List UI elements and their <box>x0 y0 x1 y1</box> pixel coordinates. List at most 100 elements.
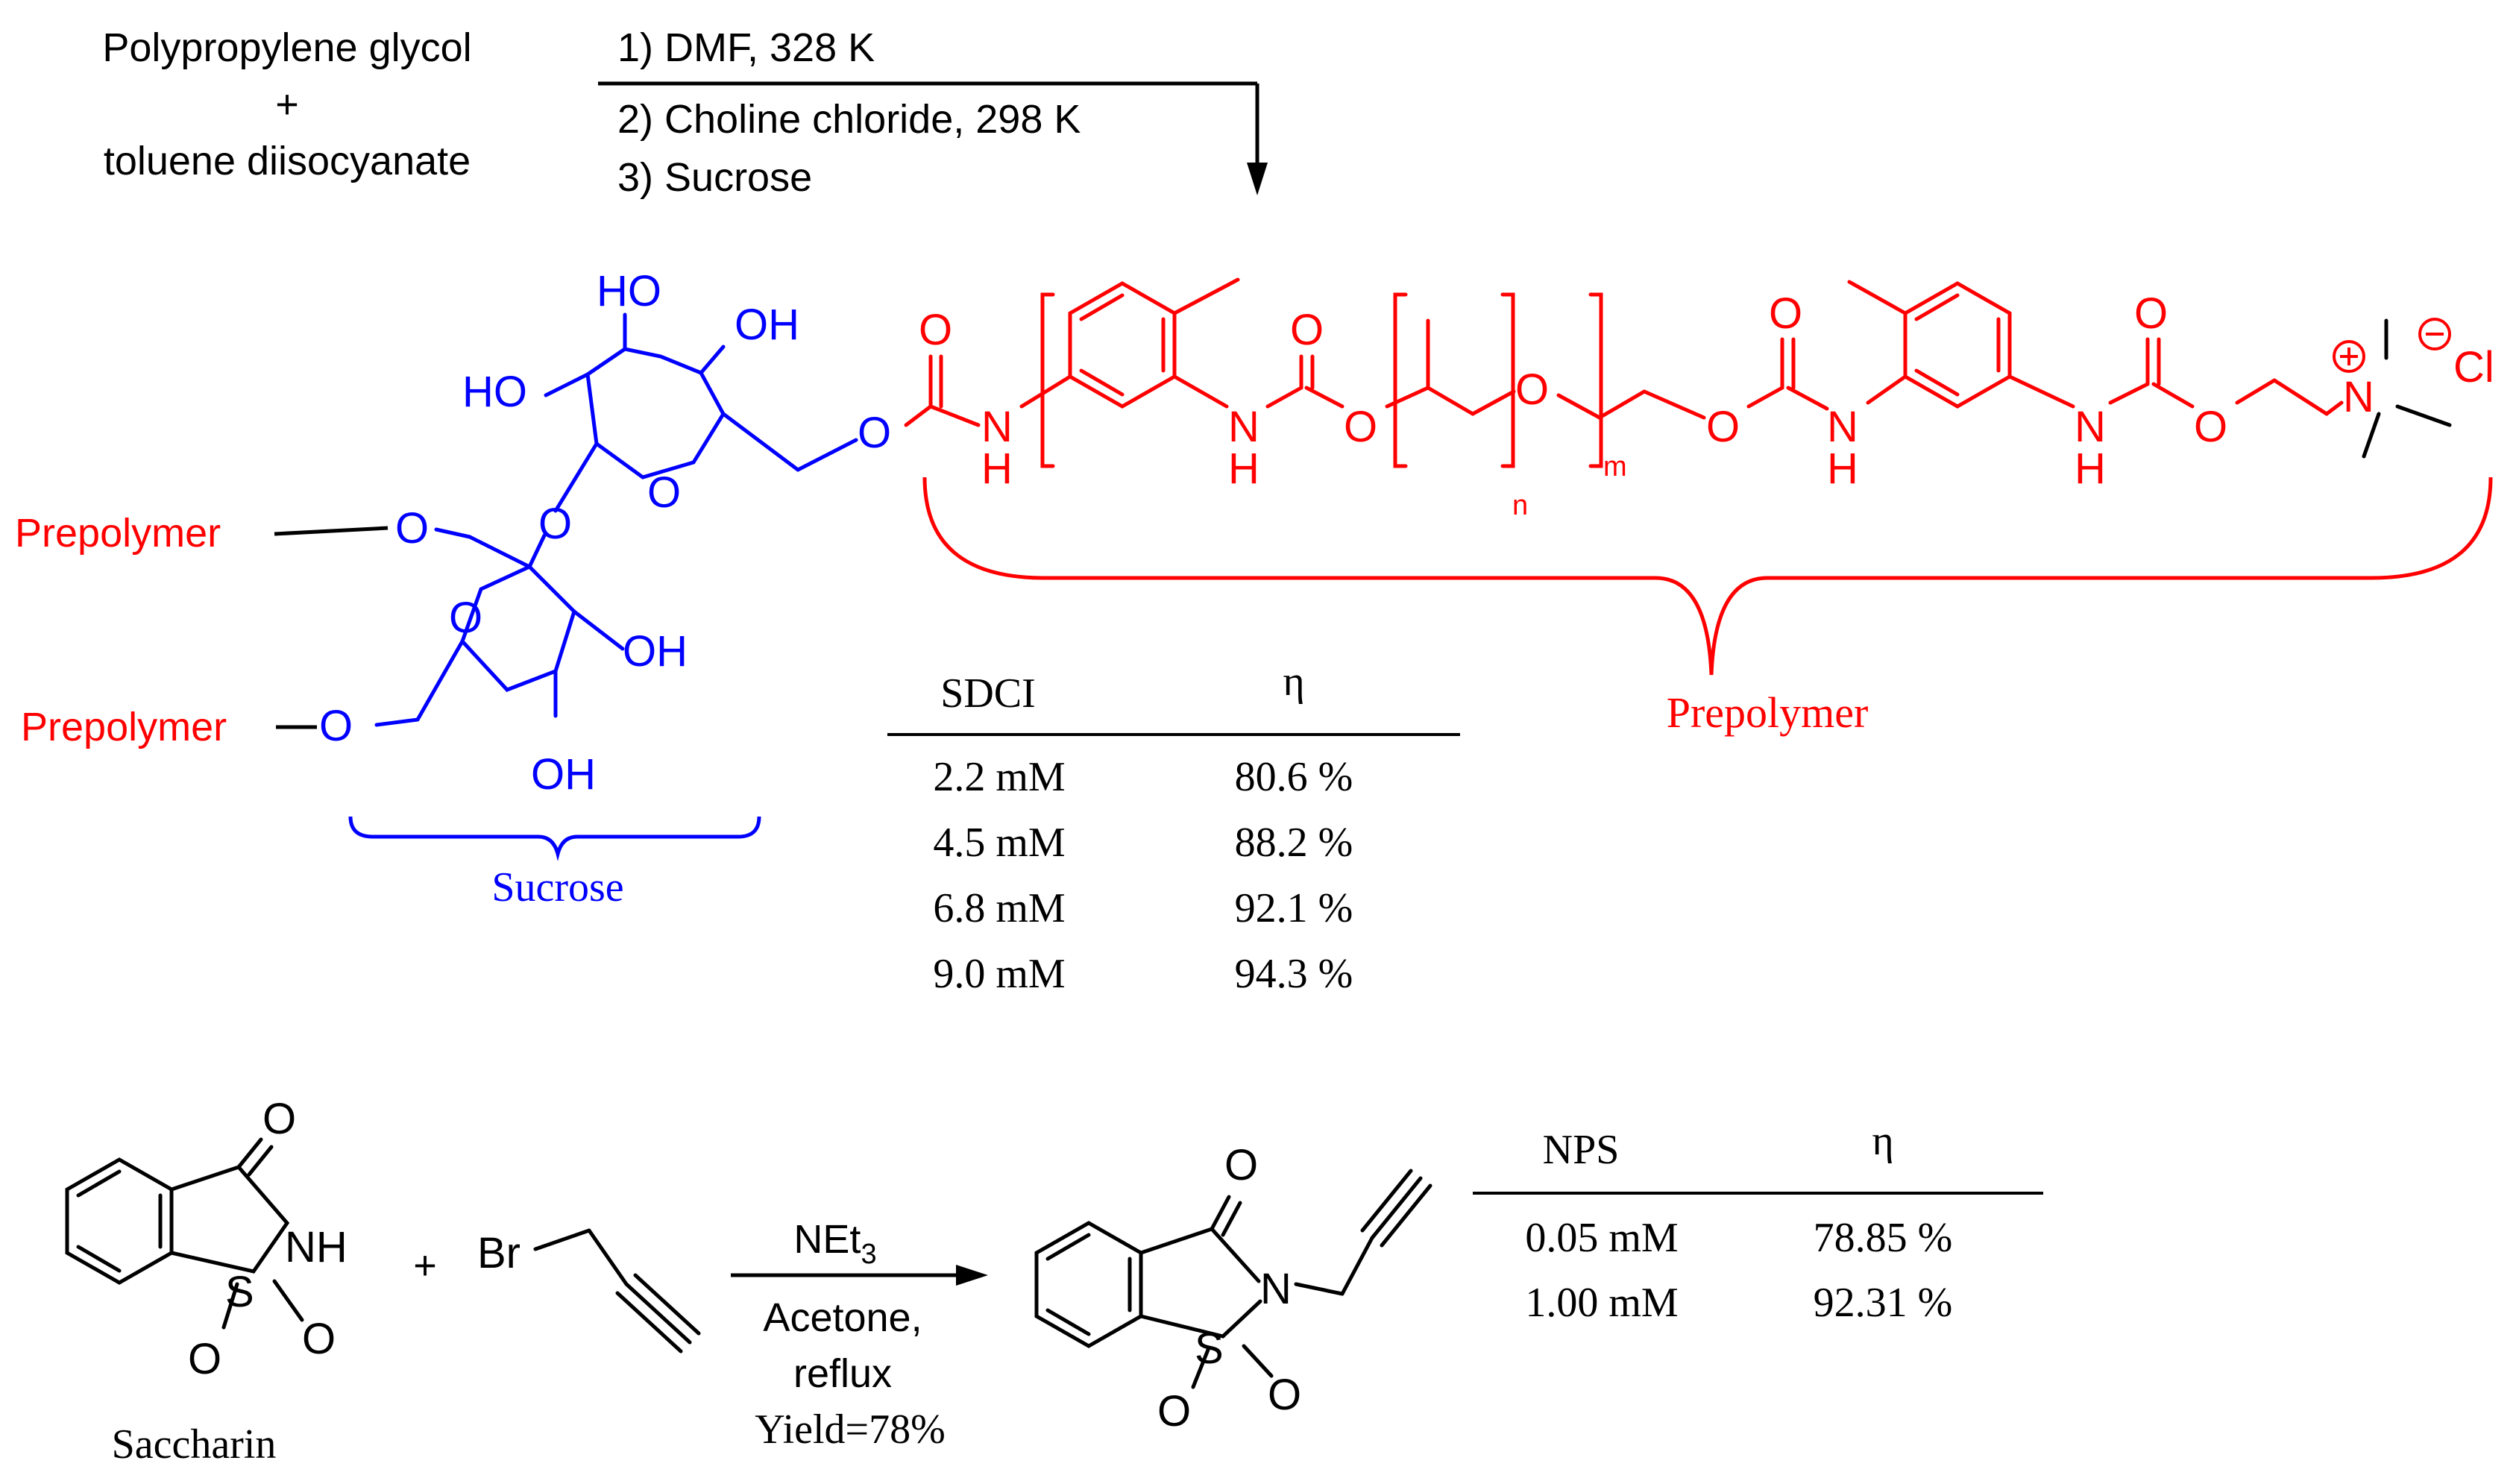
atom-n-plus: N <box>2343 373 2374 421</box>
atom-n2: N <box>1228 403 1259 451</box>
atom-prod-o2: O <box>1157 1387 1191 1436</box>
atom-o-link1: O <box>395 504 429 553</box>
saccharin-so1 <box>221 1282 239 1330</box>
saccharin-label: Saccharin <box>112 1421 277 1468</box>
table2-col2-header: η <box>1872 1118 1893 1164</box>
table1-row-eta: 80.6 % <box>1235 754 1353 800</box>
atom-o-glycosidic: O <box>538 500 572 548</box>
prepolymer-structure <box>904 277 2344 468</box>
bond-ch2-1 <box>468 535 532 569</box>
pyranose-ring <box>585 347 726 480</box>
sucrose-structure <box>374 312 858 727</box>
reagent-net3: NEt3 <box>793 1217 876 1270</box>
bond-ch2-ch2 <box>1597 389 1647 420</box>
bond-o-ch2b <box>1556 393 1602 420</box>
bond-c3f-oh <box>572 609 625 651</box>
bond-nh4-c <box>2108 382 2150 405</box>
product-co2 <box>1221 1201 1242 1237</box>
table1-row-conc: 6.8 mM <box>933 885 1065 931</box>
atom-br: Br <box>477 1229 521 1277</box>
atom-n1: N <box>981 403 1013 451</box>
atom-prod-s: S <box>1195 1324 1224 1373</box>
charge-symbols <box>2333 318 2451 373</box>
bond-ch2-c <box>587 1228 629 1286</box>
benzene-ring-2 <box>1903 281 2012 409</box>
bond-o-ch2c <box>2235 378 2277 405</box>
table1-row-eta: 94.3 % <box>1235 951 1353 997</box>
atom-o-ring1: O <box>647 468 681 517</box>
product-alkyne-1 <box>1370 1176 1423 1240</box>
choline-methyls <box>2362 318 2452 459</box>
saccharin-so2 <box>272 1279 304 1322</box>
atom-o-ester: O <box>858 409 891 457</box>
bond-c5f-ch2 <box>415 639 465 722</box>
bond-ring2-nh4 <box>2007 374 2075 409</box>
atom-sac-o: O <box>262 1095 296 1143</box>
bond-c3-oh <box>699 345 726 375</box>
product-so1 <box>1191 1348 1210 1389</box>
sucrose-atoms: HO OH HO O O O O OH OH O O <box>319 267 891 799</box>
bond-n-methyl-down <box>2362 412 2381 459</box>
bond-ch2-n <box>2324 400 2344 416</box>
benzene-ring-2-inner <box>1914 293 2001 397</box>
product-alkyne-3 <box>1360 1169 1413 1233</box>
bond-nh2-c <box>1265 386 1303 409</box>
table2-col1-header: NPS <box>1543 1127 1620 1173</box>
product-alkyne-2 <box>1380 1183 1432 1248</box>
reagent-subscript: 3 <box>861 1239 876 1270</box>
bond-alkyne-2 <box>633 1273 701 1336</box>
table1-row-eta: 88.2 % <box>1235 820 1353 866</box>
atom-n4: N <box>2075 403 2106 451</box>
product-so2 <box>1242 1344 1274 1378</box>
bond-carbonyl1-n <box>928 404 981 427</box>
atom-h2: H <box>1228 444 1259 493</box>
bond-alkyne-3 <box>615 1291 683 1353</box>
reaction2-arrowhead <box>956 1265 988 1286</box>
bond-br-ch2 <box>533 1228 591 1251</box>
atom-prod-o: O <box>1224 1141 1258 1189</box>
reactant-plus: + <box>275 82 299 127</box>
bond-ring1-nh2 <box>1172 374 1229 409</box>
reactant-line2: toluene diisocyanate <box>104 139 471 183</box>
saccharin-benzene <box>65 1157 174 1285</box>
bond-c4-o <box>2151 382 2195 409</box>
bond-c6-o <box>796 438 858 472</box>
bond-prepolymer-1 <box>274 526 389 536</box>
atom-o-c3: O <box>1769 289 1802 338</box>
atom-h3: H <box>1827 444 1858 493</box>
product-atoms: O N S O O <box>1157 1141 1301 1436</box>
yield-label: Yield=78% <box>755 1406 946 1453</box>
bond-c2-oh <box>544 372 590 397</box>
table1-row-eta: 92.1 % <box>1235 885 1353 931</box>
product-benzene-inner <box>1045 1233 1132 1336</box>
saccharin-ring <box>169 1165 290 1274</box>
bond-o-ch <box>1385 386 1430 409</box>
bond-ring1-methyl <box>1172 277 1240 315</box>
bond-c2-o <box>1304 386 1345 409</box>
bond-n-ch2 <box>1294 1282 1345 1296</box>
atom-oh-top: HO <box>597 267 661 315</box>
table2-row-conc: 1.00 mM <box>1525 1280 1678 1326</box>
atom-o4: O <box>2194 403 2227 451</box>
atom-sac-nh: NH <box>285 1223 347 1271</box>
table1-row-conc: 9.0 mM <box>933 951 1065 997</box>
atom-prod-o3: O <box>1268 1371 1301 1419</box>
atom-o-link2: O <box>319 702 353 750</box>
reagent-base: NEt <box>793 1217 861 1262</box>
product-structure <box>1034 1169 1432 1389</box>
atom-h1: H <box>981 444 1013 493</box>
bond-alkyne-1 <box>624 1282 692 1345</box>
atom-oh-furan: OH <box>623 627 688 676</box>
atom-oh-right: OH <box>735 301 799 349</box>
condition-step2: 2) Choline chloride, 298 K <box>617 97 1081 142</box>
prepolymer-brace <box>922 477 2493 676</box>
reaction1-header: Polypropylene glycol + toluene diisocyan… <box>102 25 1268 200</box>
atom-sac-o2: O <box>188 1335 221 1383</box>
atom-o-c2: O <box>1290 306 1324 354</box>
bond-ch2-o-2 <box>374 717 420 727</box>
bond-c3-nh <box>1786 386 1829 411</box>
atom-sac-o3: O <box>302 1315 336 1363</box>
bracket-n-left <box>1393 292 1408 468</box>
bond-ch2-csp <box>1340 1236 1374 1296</box>
prepolymer-label-1: Prepolymer <box>15 511 221 556</box>
